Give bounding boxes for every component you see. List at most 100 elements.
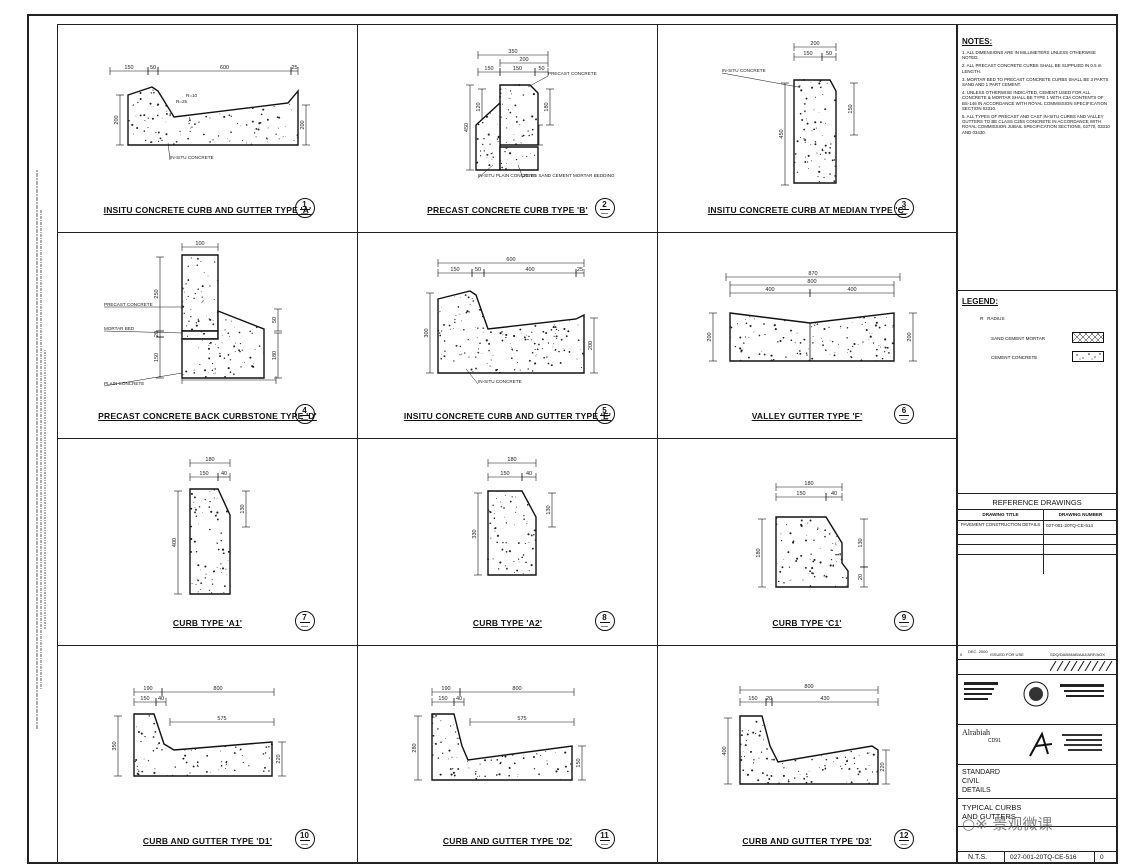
detail-number-bubble: 4— [294, 404, 315, 424]
concrete-section [181, 254, 219, 332]
dimension-label: 575 [517, 716, 526, 722]
legend-radius: R RADIUS [980, 316, 1005, 321]
detail-number: 4 [302, 406, 307, 415]
dimension-label: 450 [779, 129, 785, 138]
dimension-label: 400 [172, 538, 178, 547]
dimension-label: 220 [880, 762, 886, 771]
notes-list: 1. ALL DIMENSIONS ARE IN MILLIMETERS UNL… [962, 50, 1112, 138]
detail-number: 2 [602, 200, 607, 209]
dimension-label: 220 [276, 754, 282, 763]
authority-logos [964, 681, 1104, 707]
consultant-logo-icon [1029, 731, 1102, 757]
callout-label: IN-SITU CONCRETE [478, 379, 522, 384]
dimension-label: 190 [441, 686, 450, 692]
concrete-section [133, 713, 273, 777]
callout-label: R=10 [186, 93, 198, 98]
concrete-section [775, 516, 849, 588]
watermark: ○※ 景观微课 [962, 815, 1053, 833]
detail-number-bubble: 12— [894, 829, 914, 849]
callout-label: PRECAST CONCRETE [548, 71, 597, 76]
note-item: 3. MORTAR BED TO PRECAST CONCRETE CURBS … [962, 76, 1109, 88]
legend-cement-concrete: CEMENT CONCRETE [991, 355, 1038, 360]
detail-title: INSITU CONCRETE CURB AND GUTTER TYPE 'E' [403, 411, 612, 421]
detail-number-bubble: 8— [594, 611, 615, 631]
detail-number: 5 [602, 406, 607, 415]
dimension-label: 150 [500, 471, 509, 477]
detail-sheet-ref: — [899, 415, 909, 423]
dimension-label: 400 [525, 267, 534, 273]
dimension-label: 180 [756, 548, 762, 557]
concrete-section [487, 490, 537, 576]
concrete-section [475, 101, 501, 171]
concrete-section [729, 312, 895, 362]
dimension-label: 130 [240, 504, 246, 513]
detail-number: 11 [600, 831, 609, 840]
scale-label: N.T.S. [968, 854, 988, 861]
dimension-label: 800 [213, 686, 222, 692]
dimension-label: 150 [199, 471, 208, 477]
drawing-number: 027-001-20TQ-CE-516 [1010, 854, 1077, 861]
dimension-label: 200 [588, 341, 594, 350]
dimension-label: 600 [506, 257, 515, 263]
dimension-label: 800 [804, 684, 813, 690]
dimension-label: 200 [300, 120, 306, 129]
dimension-label: 200 [707, 332, 713, 341]
detail-number: 10 [300, 831, 309, 840]
detail-title: CURB AND GUTTER TYPE 'D3' [742, 836, 872, 846]
detail-panel: 1002502015020050180PRECAST CONCRETEMORTA… [57, 232, 358, 439]
detail-drawing: 180 150 40 130 400 [172, 457, 250, 595]
legend-sand-cement: SAND CEMENT MORTAR [991, 336, 1046, 341]
detail-sheet-ref: — [299, 415, 310, 423]
dimension-label: 150 [576, 758, 582, 767]
dimension-label: 200 [810, 41, 819, 47]
reference-col-title: DRAWING TITLE [958, 509, 1043, 521]
revision-hatch-icon [1050, 661, 1113, 671]
callout-label: IN-SITU CONCRETE [722, 68, 766, 73]
dimension-label: 40 [221, 471, 227, 477]
callout-label: MORTAR BED [104, 326, 135, 331]
sidebar-vertical-notice [36, 170, 46, 730]
dimension-label: 150 [450, 267, 459, 273]
detail-number-bubble: 9— [894, 611, 914, 631]
dimension-label: 350 [508, 49, 517, 55]
dimension-label: 200 [519, 57, 528, 63]
detail-sheet-ref: — [899, 209, 909, 217]
dimension-label: 575 [217, 716, 226, 722]
detail-title: CURB AND GUTTER TYPE 'D2' [442, 836, 573, 846]
note-item: 2. ALL PRECAST CONCRETE CURBS SHALL BE S… [962, 63, 1102, 74]
dimension-label: 25 [577, 267, 583, 273]
dimension-label: 250 [154, 289, 160, 298]
detail-number-bubble: 10— [294, 829, 315, 849]
detail-sheet-ref: — [899, 840, 909, 848]
callout-label: R=25 [176, 99, 188, 104]
callout-label: PLAIN CONCRETE [104, 381, 144, 386]
dimension-label: 40 [526, 471, 532, 477]
dimension-label: 40 [158, 696, 164, 702]
detail-title: CURB TYPE 'A1' [172, 618, 243, 628]
detail-number-bubble: 3— [894, 198, 914, 218]
reference-col-number: DRAWING NUMBER [1043, 509, 1117, 521]
dimension-label: 180 [544, 102, 550, 111]
callout-label: 20 mm SAND CEMENT MORTAR BEDDING [523, 173, 615, 178]
reference-row-title: PAVEMENT CONSTRUCTION DETAILS [961, 522, 1041, 527]
detail-sheet-ref: — [599, 415, 610, 423]
dimension-label: 450 [464, 123, 470, 132]
detail-number-bubble: 5— [594, 404, 615, 424]
detail-number: 9 [901, 613, 907, 622]
detail-number: 6 [901, 406, 907, 415]
dimension-label: 180 [205, 457, 214, 463]
dimension-label: 50 [826, 51, 832, 57]
dimension-label: 190 [143, 686, 152, 692]
dimension-label: 200 [114, 115, 120, 124]
